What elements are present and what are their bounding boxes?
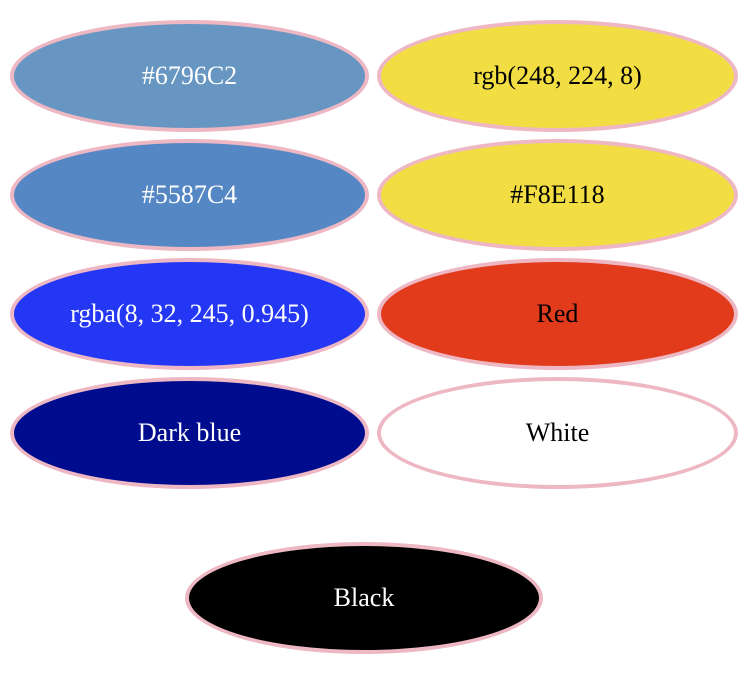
color-swatch-f8e118: #F8E118 xyxy=(377,139,738,251)
swatch-label: #6796C2 xyxy=(141,61,238,90)
color-swatch-white: White xyxy=(377,377,738,489)
swatch-label: #F8E118 xyxy=(510,180,605,209)
swatch-label: White xyxy=(525,418,590,447)
swatch-label: Black xyxy=(333,583,395,612)
swatch-label: Dark blue xyxy=(137,418,242,447)
swatch-label: rgb(248, 224, 8) xyxy=(473,61,642,90)
swatch-label: rgba(8, 32, 245, 0.945) xyxy=(70,299,309,328)
color-swatch-red: Red xyxy=(377,258,738,370)
color-swatch-dark-blue: Dark blue xyxy=(10,377,369,489)
color-swatch-rgb-248-224-8: rgb(248, 224, 8) xyxy=(377,20,738,132)
color-swatch-rgba-8-32-245: rgba(8, 32, 245, 0.945) xyxy=(10,258,369,370)
color-swatch-5587c4: #5587C4 xyxy=(10,139,369,251)
color-swatch-6796c2: #6796C2 xyxy=(10,20,369,132)
color-swatch-black: Black xyxy=(185,542,543,654)
swatch-label: Red xyxy=(536,299,579,328)
swatch-label: #5587C4 xyxy=(141,180,238,209)
